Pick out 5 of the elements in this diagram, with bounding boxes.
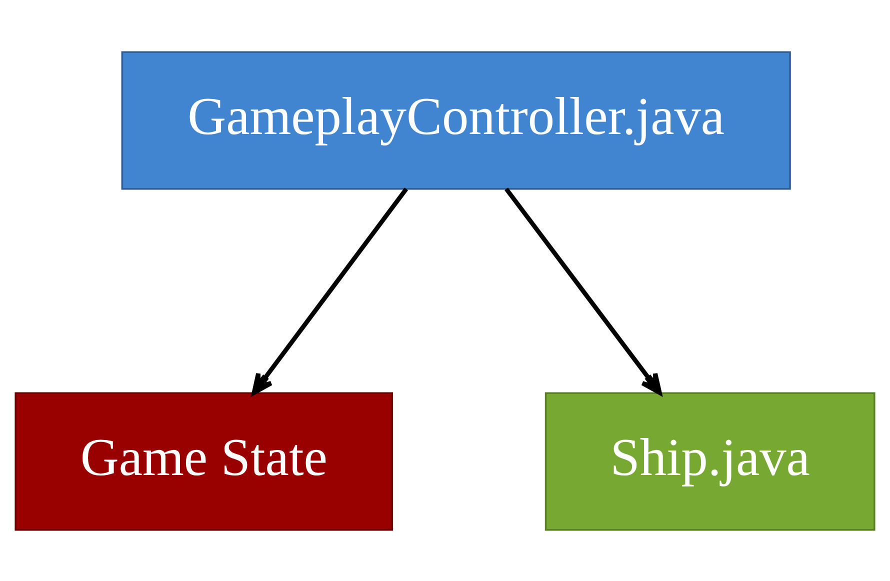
node-box: GameplayController.java — [121, 50, 791, 190]
node-box: Game State — [14, 392, 394, 530]
arrow — [504, 187, 662, 394]
arrow — [252, 187, 408, 394]
node-box: Ship.java — [544, 392, 876, 530]
